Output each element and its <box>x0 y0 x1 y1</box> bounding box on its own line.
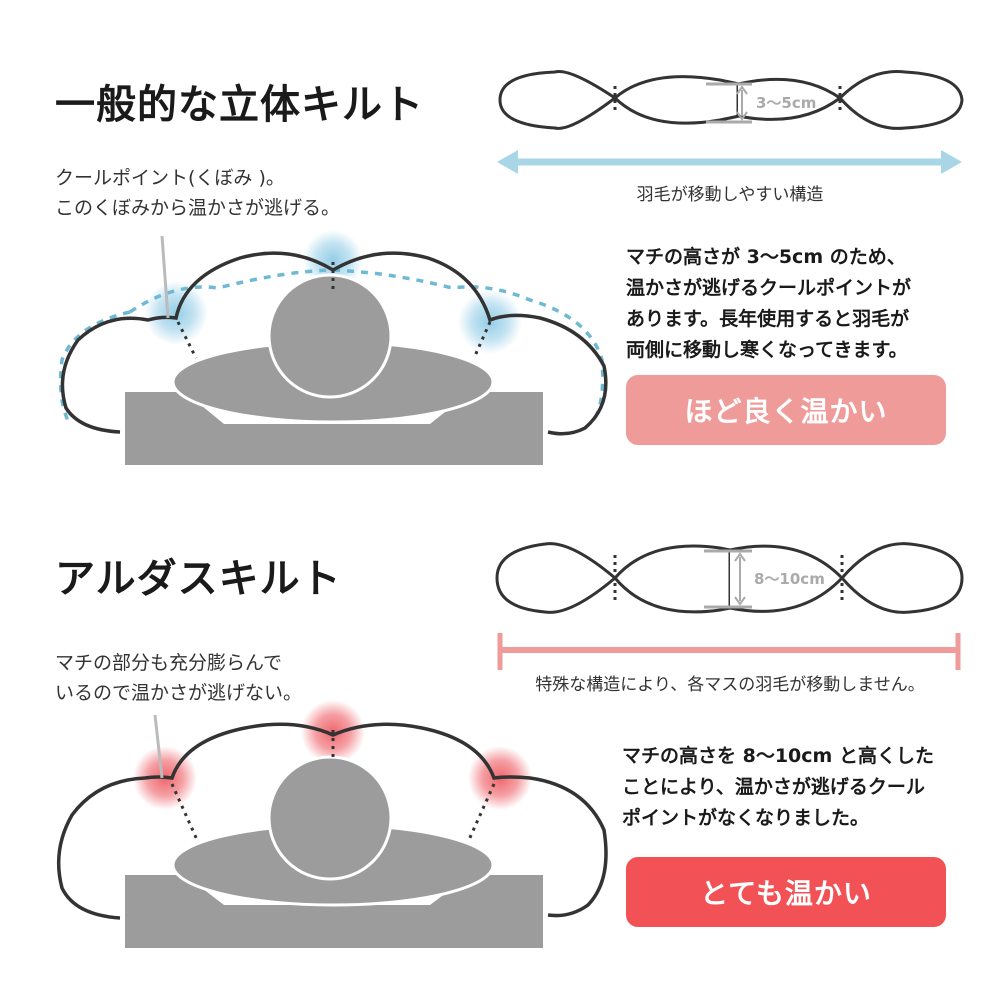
note-line: いるので温かさが逃げない。 <box>55 682 303 704</box>
desc-line: 温かさが逃げるクールポイントが <box>626 277 912 299</box>
quilt-outline <box>56 722 608 920</box>
note-pointer-line <box>153 714 164 779</box>
standard-quilt-profile: 3〜5cm <box>498 70 964 130</box>
arrow-right-head <box>941 150 962 174</box>
arrow-left-head <box>497 150 518 174</box>
gap-label: 3〜5cm <box>756 94 816 112</box>
aruda-quilt-title: アルダスキルト <box>55 556 342 602</box>
feather-fixed-bar <box>497 633 961 670</box>
mattress <box>125 392 543 465</box>
aruda-note: マチの部分も充分膨らんで いるので温かさが逃げない。 <box>55 648 302 708</box>
quilt-profile-outline <box>498 70 618 130</box>
head-shape <box>267 755 393 881</box>
aruda-description: マチの高さを 8〜10cm と高くした ことにより、温かさが逃げるクール ポイン… <box>622 741 934 834</box>
stitch-line <box>176 321 198 359</box>
stitch-line <box>472 321 492 359</box>
quilt-outline <box>60 251 608 436</box>
desc-line: マチの高さが 3〜5cm のため、 <box>626 246 906 268</box>
quilt-profile-outline <box>495 542 618 614</box>
mattress <box>125 875 543 948</box>
standard-quilt-illustration <box>58 230 608 465</box>
desc-line: 両側に移動し寒くなってきます。 <box>626 339 908 361</box>
warmth-badge-aruda: とても温かい <box>626 857 946 927</box>
standard-cool-point-note: クールポイント(くぼみ )。 このくぼみから温かさが逃げる。 <box>55 163 340 223</box>
note-pointer-line <box>160 235 170 319</box>
desc-line: ことにより、温かさが逃げるクール <box>622 776 925 798</box>
head-shape <box>267 273 393 399</box>
aruda-quilt-profile: 8〜10cm <box>495 542 964 614</box>
standard-quilt-title: 一般的な立体キルト <box>55 82 424 128</box>
warmth-badge-standard: ほど良く温かい <box>626 375 946 445</box>
stitch-line <box>170 783 200 843</box>
aruda-quilt-illustration <box>56 700 608 948</box>
note-line: クールポイント(くぼみ )。 <box>55 167 285 189</box>
note-line: このくぼみから温かさが逃げる。 <box>55 197 341 219</box>
arrow-caption: 羽毛が移動しやすい構造 <box>636 185 824 205</box>
bar-caption: 特殊な構造により、各マスの羽毛が移動しません。 <box>535 675 925 695</box>
original-loft-line <box>129 268 605 419</box>
gap-label: 8〜10cm <box>754 570 825 588</box>
note-line: マチの部分も充分膨らんで <box>55 652 283 674</box>
desc-line: ポイントがなくなりました。 <box>622 807 870 829</box>
desc-line: マチの高さを 8〜10cm と高くした <box>622 745 934 767</box>
standard-description: マチの高さが 3〜5cm のため、 温かさが逃げるクールポイントが あります。長… <box>626 242 911 366</box>
feather-movement-arrow <box>497 150 962 174</box>
nose-shape <box>323 761 337 768</box>
stitch-line <box>466 783 496 843</box>
desc-line: あります。長年使用すると羽毛が <box>626 308 910 330</box>
